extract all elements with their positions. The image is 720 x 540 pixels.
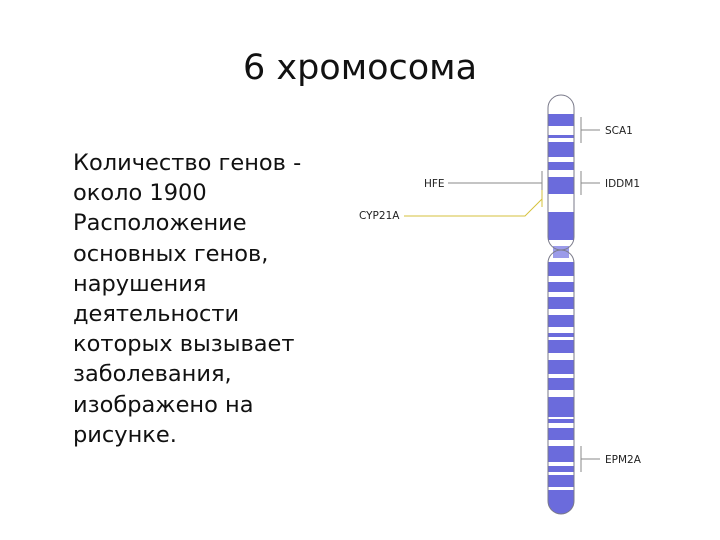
- long-arm-group: [548, 250, 574, 514]
- chromosome-band: [548, 226, 574, 240]
- chromosome-band: [548, 114, 574, 126]
- chromosome-band: [548, 446, 574, 462]
- body-line: изображено на: [73, 391, 254, 418]
- body-line: заболевания,: [73, 361, 232, 388]
- chromosome-band: [548, 282, 574, 292]
- body-text: Количество генов - около 1900 Расположен…: [73, 148, 348, 450]
- chromosome-band: [548, 475, 574, 487]
- body-line: которых вызывает: [73, 331, 295, 358]
- body-line: основных генов,: [73, 240, 269, 267]
- gene-label-hfe: HFE: [424, 178, 445, 190]
- short-arm-group: [548, 95, 574, 250]
- chromosome-band: [548, 177, 574, 194]
- chromosome-band: [548, 490, 574, 514]
- gene-label-iddm1: IDDM1: [605, 178, 640, 190]
- gene-label-sca1: SCA1: [605, 125, 633, 137]
- chromosome-band: [548, 297, 574, 309]
- body-line: Расположение: [73, 210, 247, 237]
- chromosome-band: [548, 419, 574, 423]
- chromosome-band: [548, 315, 574, 327]
- chromosome-band: [548, 340, 574, 353]
- chromosome-band: [548, 162, 574, 170]
- chromosome-bands: [547, 94, 575, 515]
- body-line: Количество генов -: [73, 150, 302, 176]
- chromosome-band: [548, 466, 574, 472]
- chromosome-band: [548, 212, 574, 226]
- gene-label-cyp21a: CYP21A: [359, 210, 400, 222]
- body-line: деятельности: [73, 301, 240, 328]
- chromosome-band: [548, 360, 574, 374]
- body-line: рисунке.: [73, 421, 177, 448]
- chromosome-band: [548, 333, 574, 337]
- chromosome-band: [548, 142, 574, 157]
- cyp21a-pointer-line: [404, 198, 543, 217]
- slide-title: 6 хромосома: [242, 48, 478, 88]
- body-line: около 1900: [73, 180, 207, 207]
- chromosome-band: [548, 397, 574, 417]
- chromosome-band: [548, 135, 574, 138]
- body-line: нарушения: [73, 270, 207, 297]
- chromosome-band: [548, 378, 574, 390]
- centromere: [553, 246, 569, 258]
- chromosome-band: [548, 262, 574, 276]
- chromosome-band: [548, 428, 574, 440]
- long-arm-outline: [547, 249, 575, 515]
- gene-label-epm2a: EPM2A: [605, 454, 642, 466]
- gene-pointers: [404, 117, 600, 472]
